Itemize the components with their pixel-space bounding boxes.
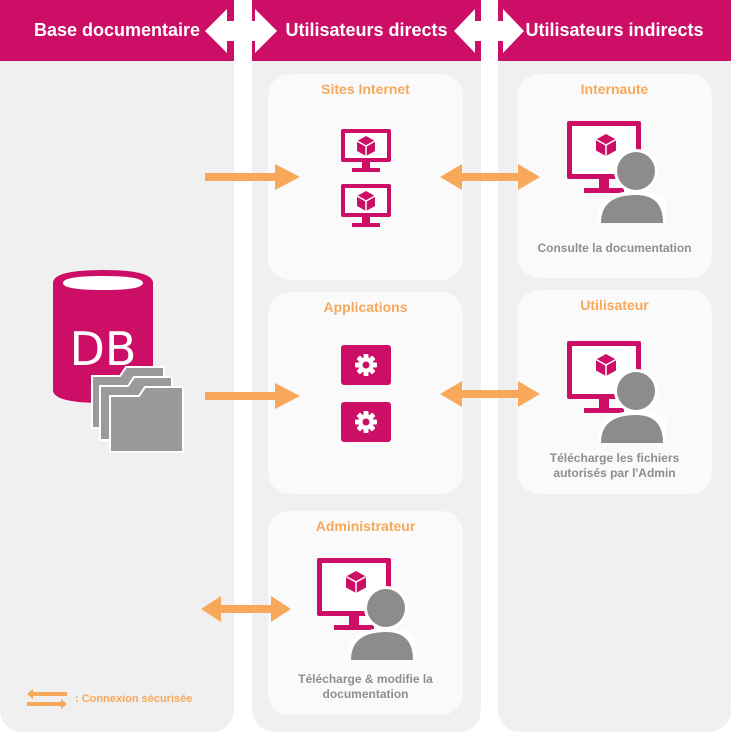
column-base-documentaire: Base documentaire [0, 0, 234, 732]
legend-label: : Connexion sécurisée [75, 693, 193, 705]
column-header-utilisateurs-directs: Utilisateurs directs [252, 0, 481, 61]
card-desc-internaute: Consulte la documentation [537, 241, 692, 255]
card-sites-internet: Sites Internet [268, 74, 463, 280]
card-applications: Applications [268, 292, 463, 494]
user-monitor-icon-internaute [567, 121, 666, 223]
gear-icon-1 [341, 345, 391, 385]
header-double-arrow-1 [205, 9, 277, 53]
legend-double-arrow-icon [27, 689, 67, 709]
monitor-cube-icon-1 [341, 129, 391, 172]
card-title-administrateur: Administrateur [315, 518, 416, 534]
card-title-applications: Applications [323, 299, 408, 315]
folders-icon [91, 366, 184, 453]
card-desc-utilisateur: Télécharge les fichiers autorisés par l'… [549, 451, 680, 480]
gear-icon-2 [341, 402, 391, 442]
arrow-db-to-sites [205, 164, 300, 190]
double-arrow-sites-internaute [440, 164, 540, 190]
double-arrow-applications-utilisateur [440, 381, 540, 407]
monitor-cube-icon-2 [341, 184, 391, 227]
column-header-base-documentaire: Base documentaire [0, 0, 234, 61]
card-internaute: Internaute Consulte la documentation [517, 74, 712, 278]
card-desc-administrateur: Télécharge & modifie la documentation [298, 672, 433, 701]
card-title-sites-internet: Sites Internet [321, 81, 410, 97]
column-header-utilisateurs-indirects: Utilisateurs indirects [498, 0, 731, 61]
user-monitor-icon-administrateur [317, 558, 416, 660]
card-title-utilisateur: Utilisateur [580, 297, 649, 313]
card-title-internaute: Internaute [580, 81, 649, 97]
user-monitor-icon-utilisateur [567, 341, 666, 443]
arrow-db-to-applications [205, 383, 300, 409]
header-double-arrow-2 [454, 9, 524, 53]
double-arrow-db-administrateur [201, 596, 291, 622]
